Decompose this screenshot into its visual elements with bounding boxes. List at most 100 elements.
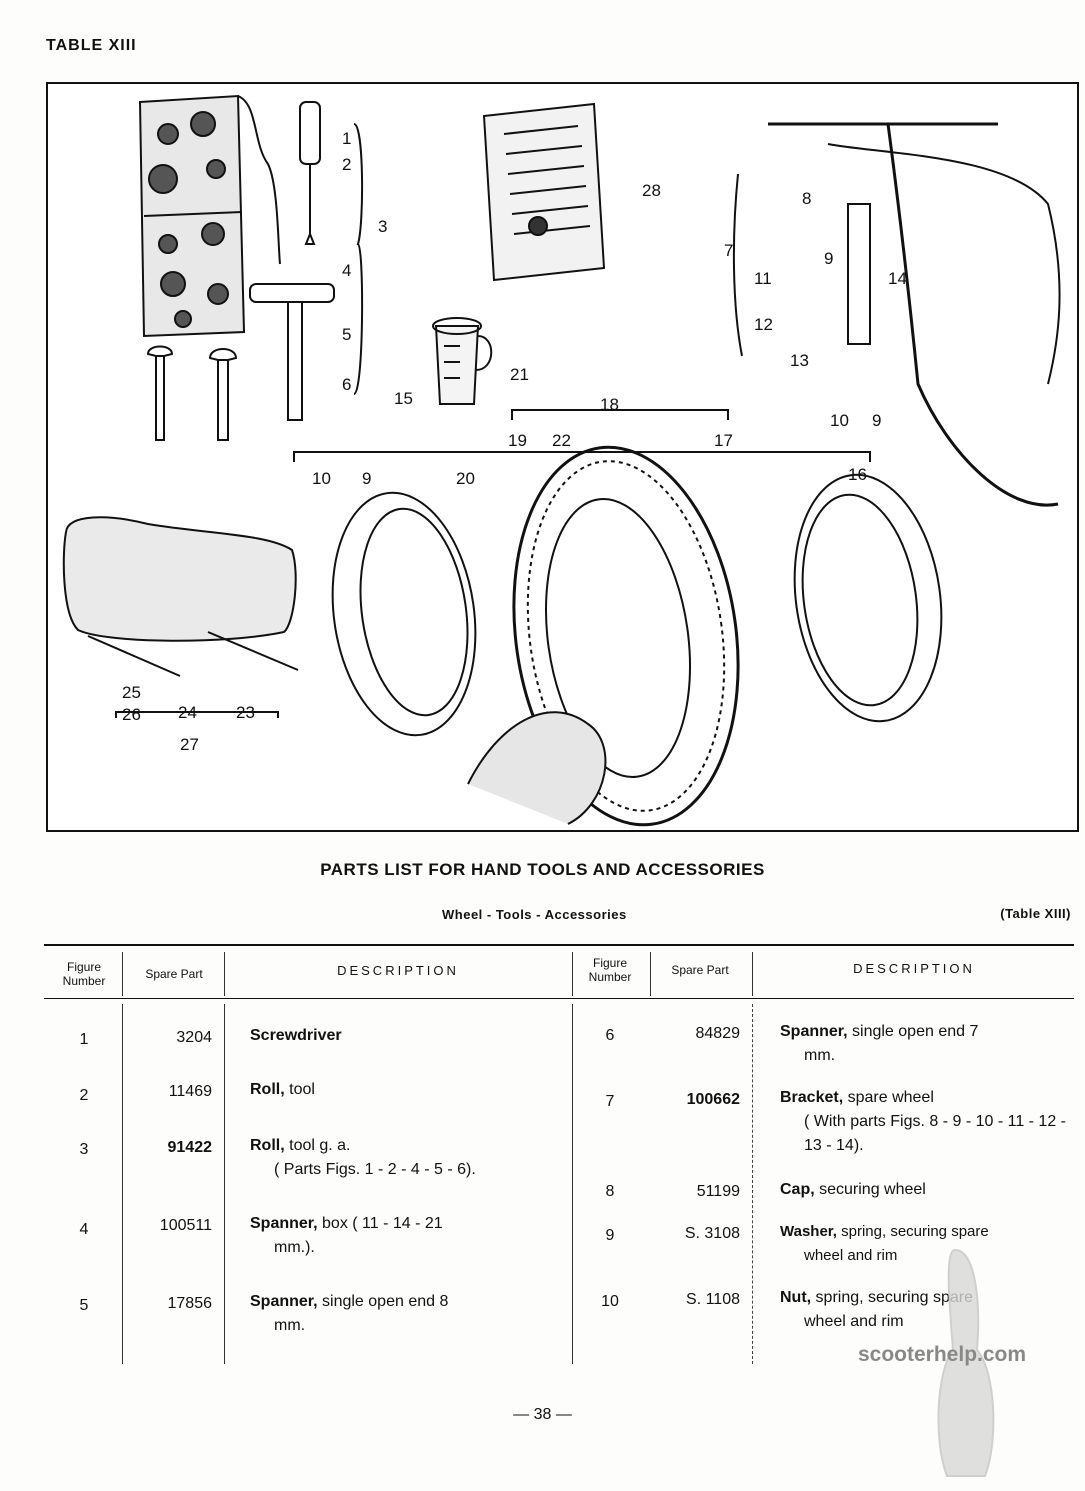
part-description: Roll, tool [250, 1078, 550, 1102]
part-detail: spring, securing spare [811, 1289, 973, 1306]
figure-number: 6 [605, 1027, 615, 1044]
spare-part-number: 100662 [686, 1091, 740, 1108]
seat-drawing [62, 516, 299, 677]
part-detail-continued: mm. [274, 1317, 306, 1334]
header-spare-part: Spare Part [145, 967, 203, 981]
callout-numbers: 1 2 3 4 5 6 7 8 9 10 11 12 13 14 15 16 1… [122, 129, 907, 754]
header-description: DESCRIPTION [337, 963, 459, 978]
figure-number: 7 [605, 1093, 615, 1110]
figure-number: 5 [79, 1297, 89, 1314]
part-detail-continued: wheel and rim [804, 1313, 904, 1330]
header-figure-number: Figure Number [588, 956, 632, 984]
col-divider [122, 952, 123, 996]
callout-22: 22 [552, 431, 571, 450]
part-description: Bracket, spare wheel( With parts Figs. 8… [780, 1086, 1072, 1158]
callout-3: 3 [378, 217, 387, 236]
col-divider [224, 952, 225, 996]
part-detail: single open end 8 [317, 1293, 449, 1310]
spare-part-number: 100511 [159, 1217, 212, 1234]
callout-2: 2 [342, 155, 351, 174]
callout-9-bottom: 9 [872, 411, 881, 430]
box-spanner-drawing [249, 283, 335, 421]
part-detail: spare wheel [843, 1089, 934, 1106]
callout-4: 4 [342, 261, 351, 280]
figure-number: 4 [79, 1221, 89, 1238]
part-description: Cap, securing wheel [780, 1178, 1076, 1202]
part-name: Spanner, [250, 1215, 318, 1232]
part-detail: tool g. a. [284, 1137, 351, 1154]
part-description: Washer, spring, securing spare wheel and … [780, 1220, 1076, 1268]
callout-17: 17 [714, 431, 733, 450]
figure-number: 2 [79, 1087, 89, 1104]
header-figure-number: Figure Number [62, 960, 106, 988]
part-detail: single open end 7 [847, 1023, 979, 1040]
spare-part-number: 84829 [695, 1025, 741, 1042]
part-description: Screwdriver [250, 1024, 550, 1048]
callout-19: 19 [508, 431, 527, 450]
part-detail: spring, securing spare [836, 1223, 989, 1240]
parts-illustration: 1 2 3 4 5 6 7 8 9 10 11 12 13 14 15 16 1… [62, 94, 1061, 827]
callout-28: 28 [642, 181, 661, 200]
col-divider [572, 1004, 573, 1364]
figure-number: 1 [79, 1031, 89, 1048]
col-divider [650, 952, 651, 996]
part-detail-continued: ( Parts Figs. 1 - 2 - 4 - 5 - 6). [274, 1161, 476, 1178]
figure-number: 10 [601, 1293, 619, 1310]
col-divider [752, 1004, 754, 1364]
rim-half-left-drawing [331, 491, 477, 737]
part-name: Cap, [780, 1181, 815, 1198]
figure-number: 9 [605, 1227, 615, 1244]
part-detail: box ( 11 - 14 - 21 [317, 1215, 443, 1232]
callout-9: 9 [824, 249, 833, 268]
part-detail-continued: mm. [804, 1047, 836, 1064]
table-header-rule [44, 998, 1074, 999]
table-top-rule [44, 944, 1074, 946]
col-divider [122, 1004, 123, 1364]
parts-list-title: PARTS LIST FOR HAND TOOLS AND ACCESSORIE… [320, 860, 765, 879]
spare-part-number: 51199 [696, 1183, 740, 1200]
part-detail: tool [284, 1081, 315, 1098]
callout-11: 11 [754, 269, 772, 288]
callout-7: 7 [724, 241, 733, 260]
section-subtitle: Wheel - Tools - Accessories [442, 907, 627, 922]
callout-25: 25 [122, 683, 141, 702]
site-watermark: scooterhelp.com [858, 1343, 1027, 1366]
callout-18: 18 [600, 395, 619, 414]
page-number: — 38 — [513, 1406, 572, 1423]
spare-part-number: 91422 [167, 1139, 213, 1156]
part-description: Roll, tool g. a. ( Parts Figs. 1 - 2 - 4 … [250, 1134, 550, 1182]
screwdriver-drawing [299, 101, 321, 245]
part-name: Washer, [780, 1223, 837, 1240]
rim-half-right-drawing [793, 473, 943, 723]
callout-15: 15 [394, 389, 413, 408]
figure-number: 8 [605, 1183, 615, 1200]
exploded-parts-figure: 1 2 3 4 5 6 7 8 9 10 11 12 13 14 15 16 1… [46, 82, 1079, 832]
callout-14: 14 [888, 269, 907, 288]
part-detail-continued: ( With parts Figs. 8 - 9 - 10 - 11 - 12 … [804, 1113, 1066, 1154]
header-spare-part: Spare Part [671, 963, 729, 977]
part-detail-continued: mm.). [274, 1239, 315, 1256]
scooter-body-drawing [732, 122, 1061, 507]
spare-part-number: 17856 [167, 1295, 213, 1312]
figure-number: 3 [79, 1141, 89, 1158]
table-tag: TABLE XIII [46, 37, 137, 54]
col-divider [572, 952, 573, 996]
manual-drawing [482, 102, 606, 282]
part-name: Roll, [250, 1081, 285, 1098]
callout-26: 26 [122, 705, 141, 724]
callout-13: 13 [790, 351, 809, 370]
part-name: Screwdriver [250, 1027, 342, 1044]
part-name: Roll, [250, 1137, 285, 1154]
part-description: Nut, spring, securing spare wheel and rim [780, 1286, 1076, 1334]
callout-16: 16 [848, 465, 867, 484]
part-name: Spanner, [250, 1293, 318, 1310]
tyre-drawing [467, 445, 740, 827]
part-name: Nut, [780, 1289, 812, 1306]
callout-23: 23 [236, 703, 255, 722]
col-divider [224, 1004, 225, 1364]
spare-part-number: S. 1108 [686, 1291, 740, 1308]
col-divider [752, 952, 753, 996]
callout-27: 27 [180, 735, 199, 754]
part-detail-continued: wheel and rim [804, 1247, 898, 1264]
part-name: Spanner, [780, 1023, 848, 1040]
